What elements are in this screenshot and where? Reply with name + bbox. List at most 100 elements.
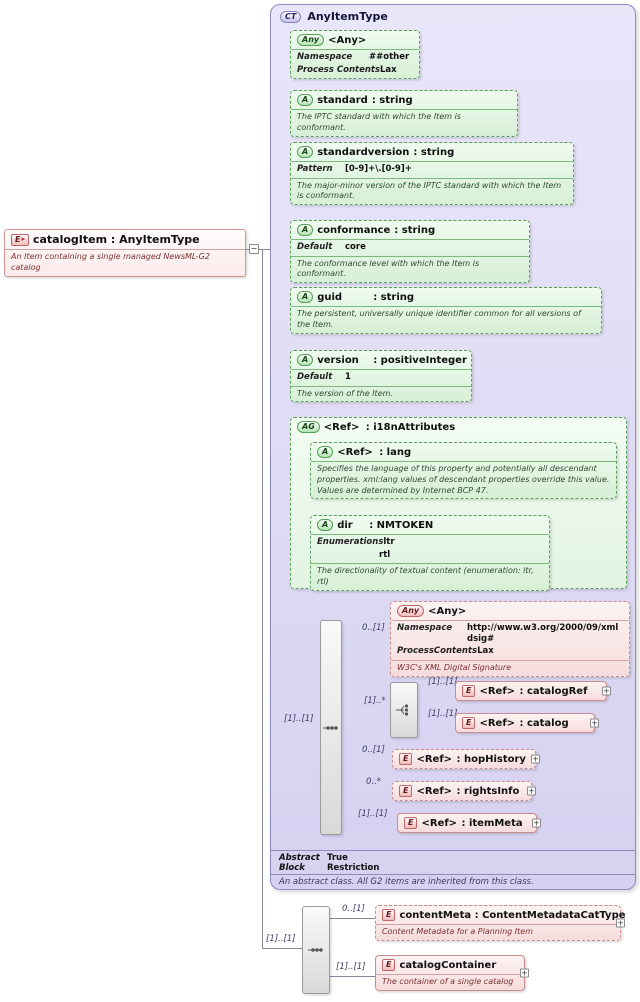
complex-type-title: AnyItemType [307, 10, 388, 23]
block-value: Restriction [327, 863, 380, 873]
collapse-toggle[interactable]: − [249, 244, 259, 254]
complex-type-description: An abstract class. All G2 items are inhe… [279, 877, 534, 887]
attribute-icon: A [317, 519, 334, 531]
attribute-group-name: <Ref> [323, 421, 360, 433]
element-ref-name: <Ref> [416, 785, 453, 797]
element-description: Content Metadata for a Planning Item [376, 924, 620, 940]
expand-toggle[interactable]: + [532, 818, 541, 828]
connector [262, 948, 302, 949]
expand-toggle[interactable]: + [520, 968, 529, 978]
facet-value: Lax [380, 64, 397, 75]
expand-toggle[interactable]: + [531, 754, 540, 764]
element-icon-letter: E [15, 234, 21, 244]
complex-type-header: CT AnyItemType [271, 5, 635, 28]
attribute-standard[interactable]: A standard : string The IPTC standard wi… [290, 90, 518, 137]
attribute-icon: A [297, 354, 314, 366]
attribute-description: The IPTC standard with which the Item is… [291, 109, 517, 136]
attribute-name: version [317, 354, 359, 366]
element-catalogContainer[interactable]: E catalogContainer The container of a si… [375, 955, 529, 991]
attribute-description: The conformance level with which the Ite… [291, 255, 529, 283]
attribute-name: standardversion [317, 146, 410, 158]
attribute-description: The version of the Item. [291, 385, 471, 402]
expand-toggle[interactable]: + [527, 786, 536, 796]
local-sequence-compositor[interactable] [302, 906, 330, 994]
connector [262, 250, 263, 948]
element-ref-type: : hopHistory [456, 753, 526, 765]
expand-toggle[interactable]: + [616, 918, 625, 928]
element-icon: E [399, 753, 413, 765]
attribute-type: : positiveInteger [373, 354, 467, 366]
any-element-name: <Any> [428, 605, 467, 617]
cardinality-label: [1]..[1] [266, 934, 296, 944]
connector [330, 976, 375, 977]
divider [271, 850, 635, 851]
choice-icon [396, 704, 412, 716]
element-icon: E ▸ [11, 233, 29, 246]
facet-label [317, 550, 379, 561]
any-attribute-box[interactable]: Any <Any> Namespace ##other Process Cont… [290, 30, 420, 80]
choice-compositor[interactable] [390, 682, 418, 738]
attribute-standardversion[interactable]: A standardversion : string Pattern [0-9]… [290, 142, 574, 206]
element-ref-catalog[interactable]: E <Ref> : catalog + [455, 713, 599, 733]
element-icon: E [382, 959, 396, 971]
element-contentMeta[interactable]: E contentMeta : ContentMetadataCatType C… [375, 905, 626, 941]
facet-label: Pattern [297, 164, 333, 174]
attribute-icon: A [297, 94, 314, 106]
block-label: Block [279, 863, 305, 873]
element-ref-type: : catalogRef [519, 685, 588, 697]
attribute-lang[interactable]: A <Ref> : lang Specifies the language of… [310, 442, 617, 500]
element-ref-name: <Ref> [479, 685, 516, 697]
facet-value: core [345, 242, 366, 252]
abstract-row: Abstract True [279, 853, 348, 863]
cardinality-label: [1]..[1] [284, 714, 314, 724]
attribute-name: dir [337, 519, 353, 531]
cardinality-label: 0..[1] [362, 745, 385, 755]
element-ref-hopHistory[interactable]: E <Ref> : hopHistory + [392, 749, 540, 769]
sequence-icon [308, 945, 324, 955]
element-title: catalogContainer [399, 959, 497, 971]
attribute-description: The directionality of textual content (e… [311, 563, 549, 590]
attribute-name: conformance [317, 224, 391, 236]
element-ref-rightsInfo[interactable]: E <Ref> : rightsInfo + [392, 781, 536, 801]
element-icon: E [462, 685, 476, 697]
attribute-type: : NMTOKEN [369, 519, 434, 531]
any-element-box[interactable]: Any <Any> Namespace http://www.w3.org/20… [390, 601, 630, 677]
facet-label: Namespace [397, 623, 453, 633]
element-description: An Item containing a single managed News… [5, 249, 245, 276]
element-icon: E [404, 817, 418, 829]
element-ref-itemMeta[interactable]: E <Ref> : itemMeta + [397, 813, 541, 833]
element-icon: E [462, 717, 476, 729]
element-arrow-icon: ▸ [21, 235, 25, 243]
facet-label: ProcessContents [397, 646, 478, 657]
expand-toggle[interactable]: + [590, 718, 599, 728]
attribute-conformance[interactable]: A conformance : string Default core The … [290, 220, 530, 284]
attribute-group-icon: AG [297, 421, 320, 433]
sequence-compositor[interactable] [320, 620, 342, 835]
attribute-name: standard [317, 94, 368, 106]
cardinality-label: [1]..[1] [428, 677, 458, 687]
complex-type-icon: CT [280, 10, 302, 23]
attribute-guid[interactable]: A guid : string The persistent, universa… [290, 287, 602, 334]
expand-toggle[interactable]: + [602, 686, 611, 696]
element-icon: E [399, 785, 413, 797]
element-catalogItem[interactable]: E ▸ catalogItem : AnyItemType An Item co… [4, 229, 246, 277]
attribute-version[interactable]: A version : positiveInteger Default 1 Th… [290, 350, 472, 403]
attribute-type: : string [373, 291, 415, 303]
element-title: catalogItem : AnyItemType [32, 233, 200, 246]
facet-label: Process Contents [297, 64, 381, 75]
facet-label: Default [297, 242, 333, 252]
facet-value: [0-9]+\.[0-9]+ [345, 164, 412, 174]
element-ref-catalogRef[interactable]: E <Ref> : catalogRef + [455, 681, 611, 701]
attribute-type: : string [371, 94, 413, 106]
any-icon: Any [297, 34, 325, 46]
element-title: contentMeta : ContentMetadataCatType [399, 909, 626, 921]
attribute-icon: A [297, 146, 314, 158]
attribute-description: The persistent, universally unique ident… [291, 306, 601, 333]
attribute-dir[interactable]: A dir : NMTOKEN Enumerations ltr rtl The… [310, 515, 550, 591]
element-ref-name: <Ref> [421, 817, 458, 829]
any-element-description: W3C's XML Digital Signature [391, 659, 629, 676]
element-header: E ▸ catalogItem : AnyItemType [5, 230, 245, 249]
attribute-type: : lang [379, 446, 412, 458]
cardinality-label: [1]..* [364, 696, 386, 706]
